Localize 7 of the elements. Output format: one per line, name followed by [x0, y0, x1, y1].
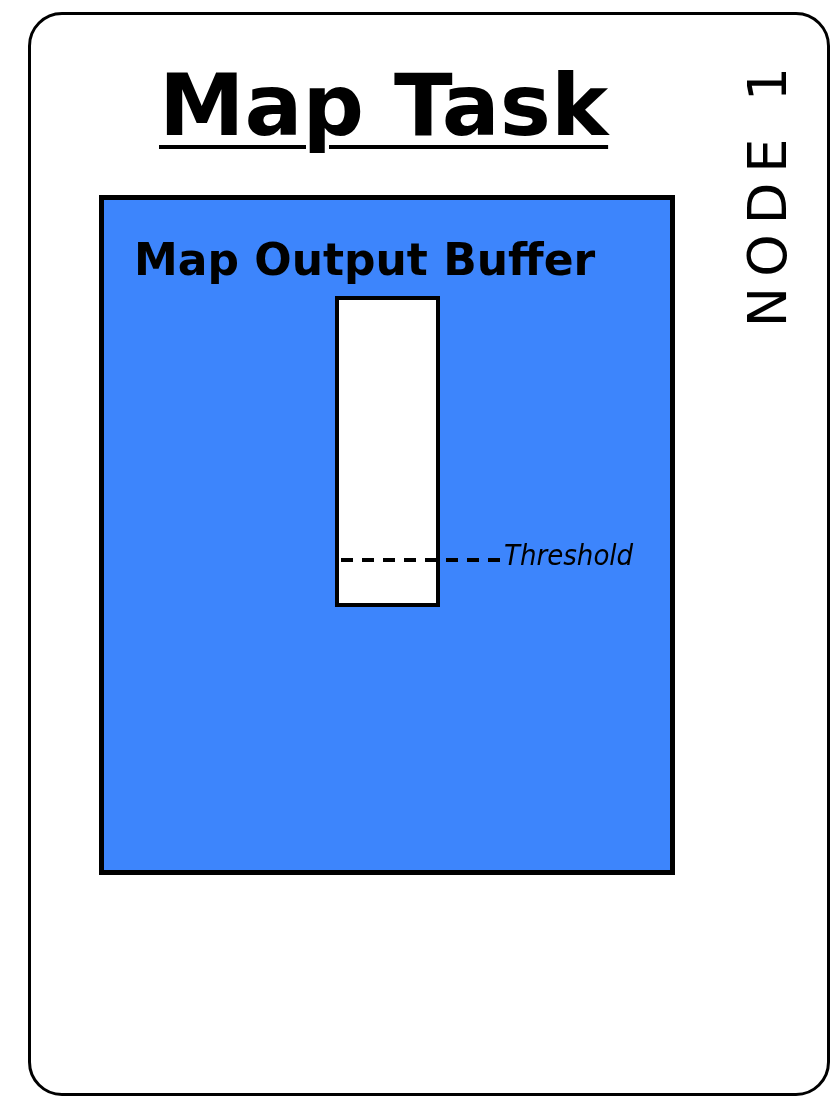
node-label: NODE 1	[736, 57, 799, 328]
buffer-title: Map Output Buffer	[134, 234, 596, 285]
threshold-label: Threshold	[504, 538, 634, 572]
node-panel	[28, 12, 830, 1096]
buffer-box	[99, 195, 675, 875]
title: Map Task	[159, 55, 609, 155]
buffer-bar	[335, 296, 440, 607]
